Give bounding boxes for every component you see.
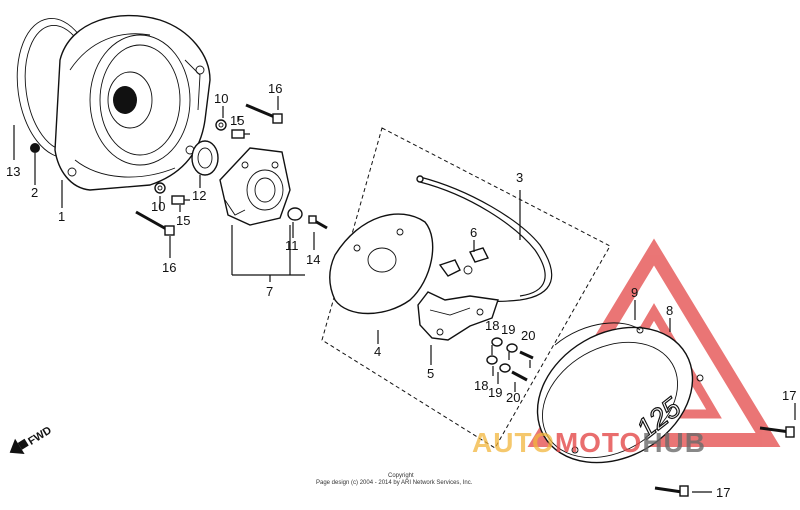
part-11-washer: [287, 207, 303, 221]
callout-label: 18: [485, 318, 499, 333]
part-6-block: [438, 247, 489, 277]
callout-label: 20: [521, 328, 535, 343]
callout-label: 8: [666, 303, 673, 318]
callout-label: 18: [474, 378, 488, 393]
part-14-screw: [308, 215, 328, 230]
callout-label: 17: [782, 388, 796, 403]
part-9-gasket: [554, 322, 641, 346]
callout-label: 16: [268, 81, 282, 96]
callout-label: 19: [488, 385, 502, 400]
callout-label: 9: [631, 285, 638, 300]
part-8-cover: 125: [536, 326, 704, 464]
lower-bolts: [135, 182, 190, 236]
callout-label: 11: [285, 238, 299, 253]
callout-label: 10: [151, 199, 165, 214]
callout-label: 20: [506, 390, 520, 405]
hardware-upper: [491, 337, 534, 360]
part-2-dowel: [30, 143, 40, 185]
watermark-text: AUTOMOTOHUB: [472, 427, 706, 458]
leader-lines: [13, 96, 796, 493]
fwd-arrow: FWD: [9, 424, 54, 454]
part-7-stator: [219, 147, 291, 226]
callout-label: 12: [192, 188, 206, 203]
callout-label: 17: [716, 485, 730, 500]
part-17-screws: [654, 426, 795, 497]
upper-bolts: [215, 103, 283, 139]
callout-label: 3: [516, 170, 523, 185]
callout-label: 2: [31, 185, 38, 200]
copyright-line-2: Page design (c) 2004 - 2014 by ARI Netwo…: [316, 480, 473, 486]
copyright-line-1: Copyright: [388, 473, 414, 479]
callout-label: 6: [470, 225, 477, 240]
callout-label: 14: [306, 252, 320, 267]
callout-label: 7: [266, 284, 273, 299]
part-5-breaker: [417, 291, 499, 341]
callout-label: 10: [214, 91, 228, 106]
callout-label: 19: [501, 322, 515, 337]
watermark-hub: HUB: [642, 427, 706, 458]
callout-label: 13: [6, 164, 20, 179]
callout-label: 16: [162, 260, 176, 275]
fwd-label: FWD: [26, 424, 54, 447]
callout-label: 15: [230, 113, 244, 128]
callout-label: 5: [427, 366, 434, 381]
callout-label: 1: [58, 209, 65, 224]
hardware-lower: [486, 355, 528, 382]
watermark-moto: MOTO: [555, 427, 642, 458]
callout-labels: 1 2 3 4 5 6 7 8 9 10 10 11 12 13 14 15 1…: [6, 81, 796, 500]
part-1-housing: [54, 14, 211, 191]
callout-label: 4: [374, 344, 381, 359]
part-12-seal: [191, 140, 219, 176]
callout-label: 15: [176, 213, 190, 228]
part-3-cable: [416, 175, 553, 303]
svg-text:AUTOMOTOHUB: AUTOMOTOHUB: [472, 427, 706, 458]
watermark-auto: AUTO: [472, 427, 555, 458]
part-4-plate: [329, 213, 434, 315]
